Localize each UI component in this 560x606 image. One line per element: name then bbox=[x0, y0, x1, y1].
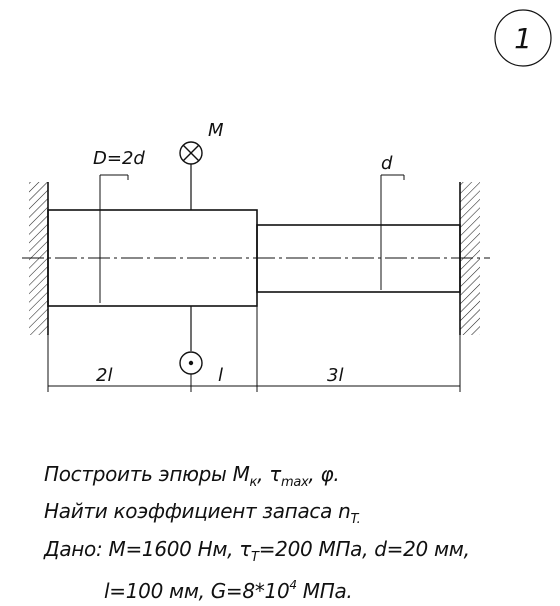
task-line-4-sup: 4 bbox=[289, 578, 297, 592]
task-line-3-sub: T bbox=[251, 550, 259, 565]
task-line-1-sub2: max bbox=[280, 475, 309, 490]
diameter-large-dimension bbox=[99, 174, 129, 303]
task-line-3-end: =200 МПа, d=20 мм, bbox=[258, 537, 470, 561]
task-line-3: Дано: M=1600 Нм, τT=200 МПа, d=20 мм, bbox=[44, 537, 470, 570]
length-label-right: 3l bbox=[327, 365, 343, 386]
diameter-small-label: d bbox=[381, 153, 393, 174]
task-line-3-text: Дано: M=1600 Нм, τ bbox=[44, 537, 252, 561]
length-label-middle: l bbox=[218, 365, 223, 386]
task-line-4: l=100 мм, G=8*104 МПа. bbox=[104, 573, 353, 603]
left-wall-support bbox=[29, 182, 49, 335]
task-line-1: Построить эпюры Mк, τmax, φ. bbox=[44, 462, 340, 495]
diameter-small-dimension bbox=[380, 174, 405, 290]
moment-head-icon bbox=[179, 306, 203, 375]
problem-number: 1 bbox=[514, 22, 532, 55]
length-label-left: 2l bbox=[96, 365, 112, 386]
task-line-2-text: Найти коэффициент запаса n bbox=[44, 499, 351, 523]
right-wall-support bbox=[459, 182, 480, 335]
task-line-4-end: МПа. bbox=[296, 579, 353, 603]
shaft-diagram: 1 D=2d d M bbox=[22, 9, 552, 392]
diameter-large-label: D=2d bbox=[93, 148, 145, 169]
task-line-1-tau: , τ bbox=[257, 462, 281, 486]
moment-tail-icon bbox=[179, 141, 203, 210]
moment-label: M bbox=[208, 120, 224, 141]
problem-number-circle bbox=[494, 9, 552, 67]
task-line-1-sub1: к bbox=[249, 475, 258, 490]
shaft-section-small bbox=[256, 224, 461, 293]
task-line-2-sub: T. bbox=[350, 512, 361, 527]
task-line-1-end: , φ. bbox=[308, 462, 340, 486]
task-line-4-text: l=100 мм, G=8*10 bbox=[104, 579, 290, 603]
task-line-2: Найти коэффициент запаса nT. bbox=[44, 499, 361, 532]
length-dimension-line bbox=[47, 306, 461, 392]
task-line-1-text: Построить эпюры M bbox=[44, 462, 250, 486]
